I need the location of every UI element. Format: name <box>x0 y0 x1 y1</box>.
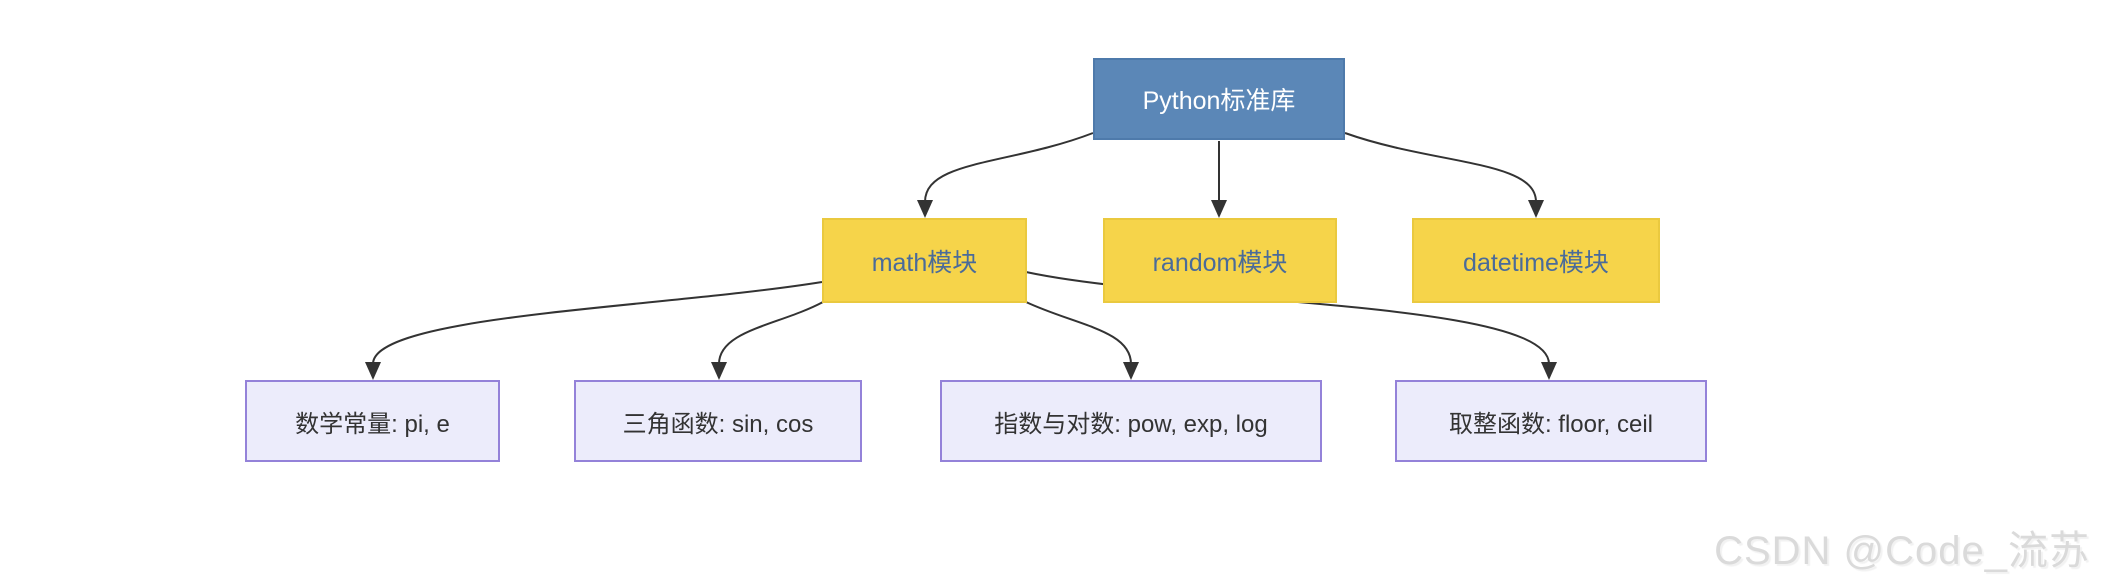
node-random-module-label: random模块 <box>1152 248 1288 277</box>
node-math-module-label: math模块 <box>871 248 978 277</box>
node-exp-log-functions-label: 指数与对数: pow, exp, log <box>994 410 1268 438</box>
edge-math-to-trig <box>711 301 824 380</box>
node-python-stdlib-label: Python标准库 <box>1142 87 1296 115</box>
node-math-constants-label: 数学常量: pi, e <box>295 410 450 438</box>
edge-math-to-explog <box>1025 301 1139 380</box>
node-exp-log-functions: 指数与对数: pow, exp, log <box>940 380 1322 462</box>
node-rounding-functions: 取整函数: floor, ceil <box>1395 380 1707 462</box>
edge-math-to-rounding <box>1025 271 1557 380</box>
node-trig-functions: 三角函数: sin, cos <box>574 380 862 462</box>
csdn-watermark: CSDN @Code_流苏 <box>1714 529 2090 573</box>
node-python-stdlib: Python标准库 <box>1093 58 1345 140</box>
node-trig-functions-label: 三角函数: sin, cos <box>622 410 814 438</box>
node-datetime-module: datetime模块 <box>1412 218 1660 303</box>
edge-root-to-math <box>917 132 1094 218</box>
edge-root-to-datetime <box>1344 132 1544 218</box>
node-math-constants: 数学常量: pi, e <box>245 380 500 462</box>
node-random-module: random模块 <box>1103 218 1337 303</box>
node-rounding-functions-label: 取整函数: floor, ceil <box>1448 410 1654 438</box>
node-datetime-module-label: datetime模块 <box>1463 248 1609 277</box>
edge-math-to-constants <box>365 281 823 380</box>
node-math-module: math模块 <box>822 218 1027 303</box>
